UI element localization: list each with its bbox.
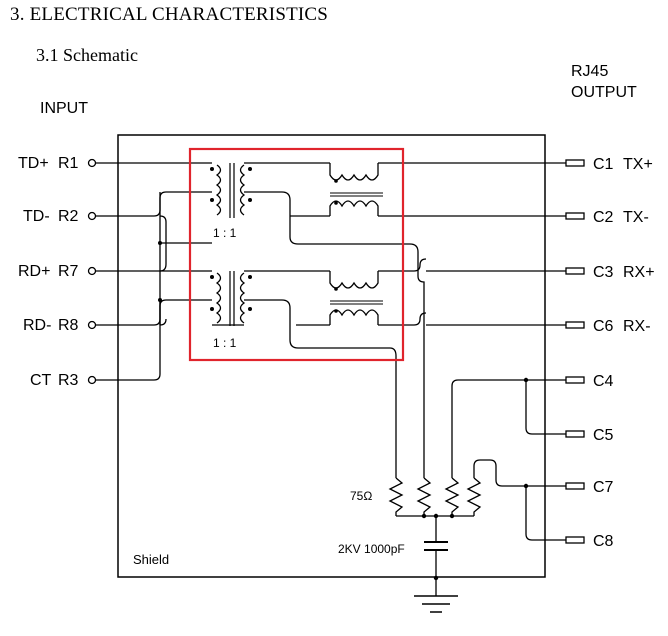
output-pin-c2: C2: [593, 209, 614, 226]
output-pin-c1: C1: [593, 156, 614, 173]
input-pin-r8: R8: [58, 317, 79, 334]
module-outline: [117, 134, 546, 578]
output-signal-rx-plus: RX+: [623, 264, 655, 281]
output-pin-c7: C7: [593, 479, 614, 496]
input-pin-r7: R7: [58, 263, 79, 280]
output-signal-rx-minus: RX-: [623, 318, 651, 335]
input-signal-td-plus: TD+: [18, 155, 49, 172]
input-title: INPUT: [40, 100, 88, 117]
input-pin-r3: R3: [58, 372, 79, 389]
center-tap-wiring: [451, 377, 566, 541]
output-terminals: [565, 159, 585, 544]
ground-icon: [414, 595, 458, 613]
capacitor-label: 2KV 1000pF: [338, 542, 405, 556]
output-pin-c5: C5: [593, 427, 614, 444]
output-pin-c3: C3: [593, 264, 614, 281]
capacitor: [424, 516, 448, 596]
input-signal-ct: CT: [30, 372, 52, 389]
choke-tx: [290, 162, 566, 217]
input-signal-td-minus: TD-: [23, 208, 50, 225]
termination-resistors: [388, 477, 482, 519]
input-signal-rd-minus: RD-: [23, 317, 51, 334]
output-title: OUTPUT: [571, 84, 637, 101]
input-pin-r1: R1: [58, 155, 79, 172]
rj45-title: RJ45: [571, 63, 608, 80]
output-pin-c8: C8: [593, 533, 614, 550]
output-pin-c4: C4: [593, 373, 614, 390]
highlight-box: [188, 147, 405, 362]
input-pin-r2: R2: [58, 208, 79, 225]
input-signal-rd-plus: RD+: [18, 263, 50, 280]
output-signal-tx-minus: TX-: [623, 209, 649, 226]
subsection-heading: 3.1 Schematic: [36, 45, 138, 65]
transformer-rx: [210, 270, 397, 478]
transformer-rx-ratio: 1 : 1: [213, 336, 237, 350]
output-pin-c6: C6: [593, 318, 614, 335]
output-signal-tx-plus: TX+: [623, 156, 653, 173]
choke-rx: [296, 258, 566, 478]
section-heading: 3. ELECTRICAL CHARACTERISTICS: [10, 4, 329, 25]
input-terminals: [87, 158, 97, 385]
transformer-tx-ratio: 1 : 1: [213, 226, 237, 240]
resistor-label: 75Ω: [350, 489, 372, 503]
transformer-tx: [210, 162, 419, 262]
shield-label: Shield: [133, 552, 169, 567]
input-wiring: [95, 162, 212, 381]
